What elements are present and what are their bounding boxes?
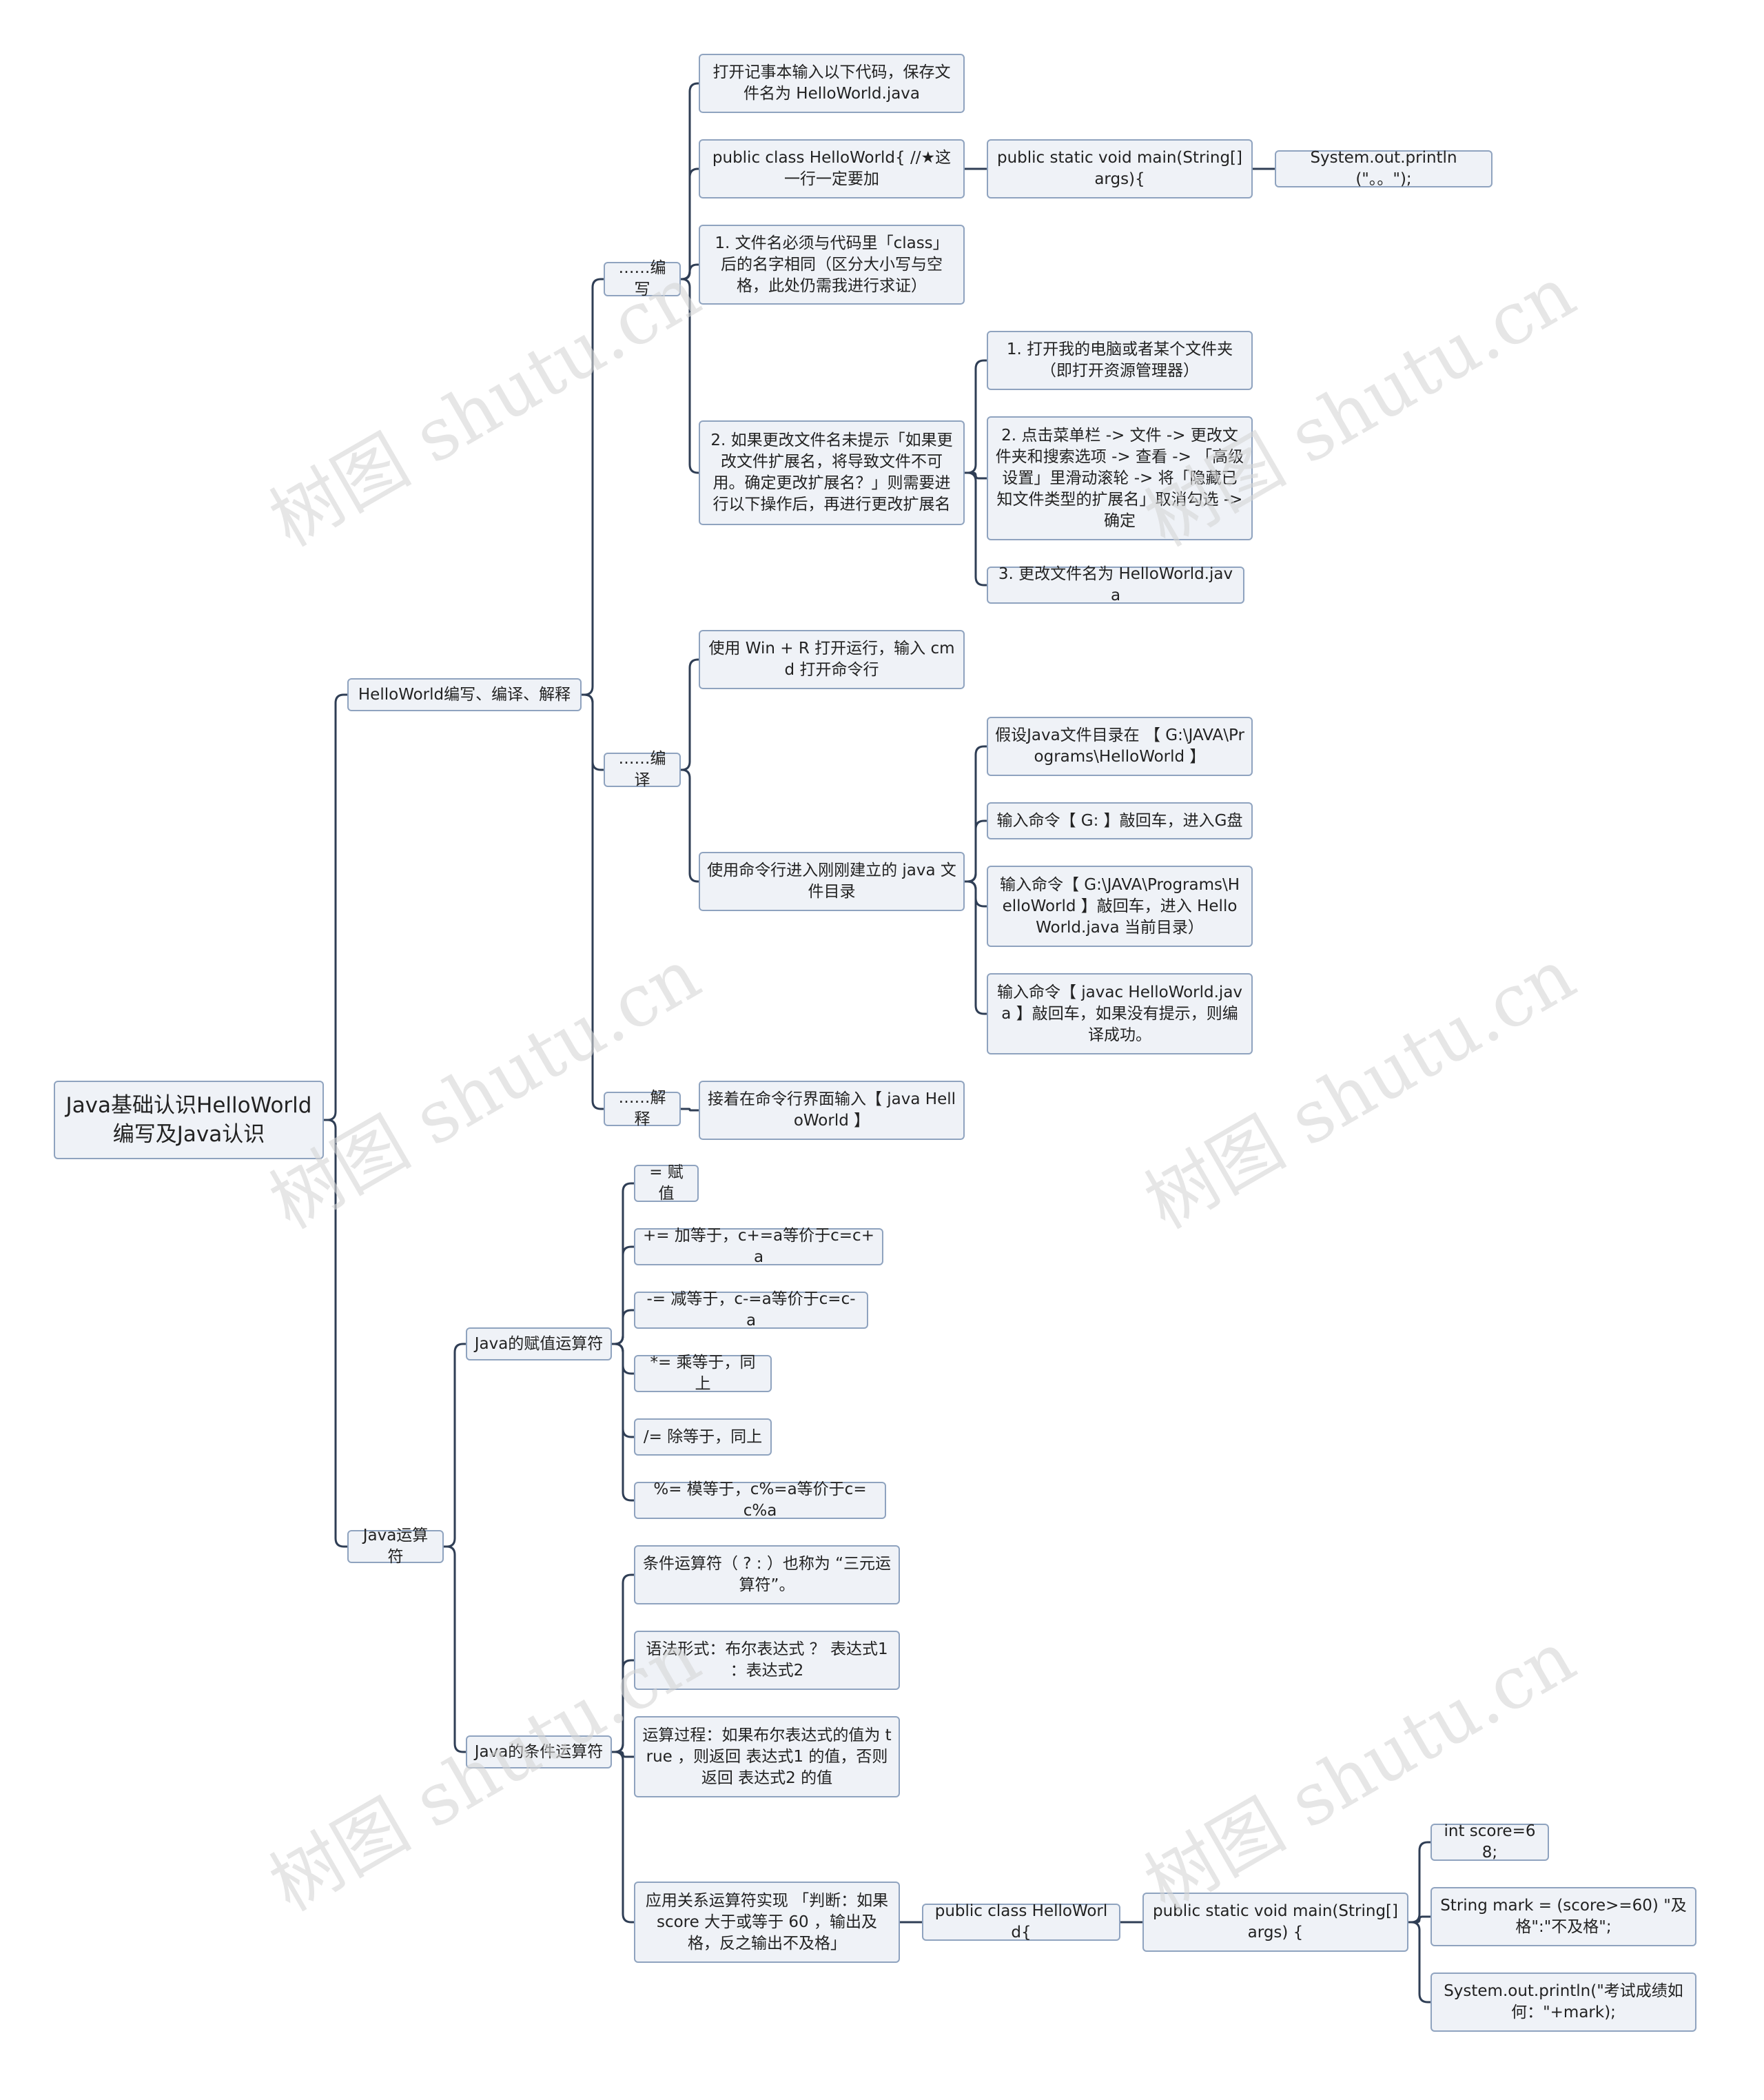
cond-example[interactable]: 应用关系运算符实现 「判断：如果 score 大于或等于 60 ，输出及格，反之… — [634, 1882, 900, 1963]
connector-assign-a3 — [612, 1309, 634, 1345]
assign-op-modulo[interactable]: %= 模等于，c%=a等价于c=c%a — [634, 1480, 886, 1520]
assign-op-equals[interactable]: = 赋值 — [634, 1163, 699, 1203]
connector-root-hw — [324, 693, 347, 1121]
connector-cond-t3 — [612, 1751, 634, 1758]
write-step-class-declaration[interactable]: public class HelloWorld{ //★这一行一定要加 — [699, 139, 965, 198]
cond-definition[interactable]: 条件运算符（ ? : ）也称为 “三元运算符”。 — [634, 1545, 900, 1604]
connector-cond-t4 — [612, 1751, 634, 1924]
connector-w4-w4a — [965, 359, 987, 474]
connector-t4b-t4c — [1408, 1841, 1430, 1924]
connector-ops-cond — [444, 1545, 466, 1753]
connector-hw-write — [582, 278, 604, 696]
compile-step-enter-dir[interactable]: 使用命令行进入刚刚建立的 java 文件目录 — [699, 852, 965, 911]
example-score[interactable]: int score=68; — [1430, 1822, 1549, 1862]
extension-step-1[interactable]: 1. 打开我的电脑或者某个文件夹（即打开资源管理器） — [987, 331, 1253, 390]
connector-c2-c2d — [965, 880, 987, 1015]
compile-cmd-javac[interactable]: 输入命令【 javac HelloWorld.java 】敲回车，如果没有提示，… — [987, 973, 1253, 1054]
write-main-method[interactable]: public static void main(String[] args){ — [987, 139, 1253, 198]
connector-explain-e1 — [681, 1108, 699, 1112]
write-note-extension[interactable]: 2. 如果更改文件名未提示「如果更改文件扩展名，将导致文件不可用。确定更改扩展名… — [699, 420, 965, 525]
cond-syntax[interactable]: 语法形式：布尔表达式 ？ 表达式1 ：表达式2 — [634, 1631, 900, 1690]
connector-write-w2 — [681, 167, 699, 281]
compile-cmd-cd[interactable]: 输入命令【 G:\JAVA\Programs\HelloWorld 】敲回车，进… — [987, 866, 1253, 947]
example-mark[interactable]: String mark = (score>=60) "及格":"不及格"; — [1430, 1887, 1696, 1946]
topic-helloworld[interactable]: HelloWorld编写、编译、解释 — [347, 678, 582, 711]
connector-t4b-t4e — [1408, 1921, 1430, 2004]
root-topic[interactable]: Java基础认识HelloWorld编写及Java认识 — [54, 1081, 324, 1159]
connector-cond-t2 — [612, 1659, 634, 1753]
topic-conditional-operator[interactable]: Java的条件运算符 — [466, 1735, 612, 1768]
topic-write[interactable]: ……编写 — [604, 259, 681, 298]
compile-step-open-cmd[interactable]: 使用 Win + R 打开运行，输入 cmd 打开命令行 — [699, 630, 965, 689]
assign-op-plus[interactable]: += 加等于，c+=a等价于c=c+a — [634, 1227, 883, 1266]
assign-op-minus[interactable]: -= 减等于，c-=a等价于c=c-a — [634, 1290, 868, 1329]
topic-compile[interactable]: ……编译 — [604, 750, 681, 789]
connector-assign-a6 — [612, 1343, 634, 1502]
example-class[interactable]: public class HelloWorld{ — [922, 1902, 1120, 1941]
write-println[interactable]: System.out.println("。。"); — [1275, 149, 1493, 188]
assign-op-multiply[interactable]: *= 乘等于，同上 — [634, 1354, 772, 1393]
assign-op-divide[interactable]: /= 除等于，同上 — [634, 1418, 772, 1456]
example-main-method[interactable]: public static void main(String[] args) { — [1142, 1893, 1408, 1952]
topic-explain[interactable]: ……解释 — [604, 1089, 681, 1128]
explain-step-run[interactable]: 接着在命令行界面输入【 java HelloWorld 】 — [699, 1081, 965, 1140]
example-print[interactable]: System.out.println("考试成绩如何："+mark); — [1430, 1972, 1696, 2032]
connector-ops-assign — [444, 1343, 466, 1548]
connector-w4-w4c — [965, 471, 987, 587]
connector-c2-c2b — [965, 819, 987, 883]
compile-dir-assumption[interactable]: 假设Java文件目录在 【 G:\JAVA\Programs\HelloWorl… — [987, 717, 1253, 776]
connector-t4b-t4d — [1408, 1915, 1430, 1924]
connector-compile-c2 — [681, 768, 699, 883]
connector-w4-w4b — [965, 471, 987, 480]
extension-step-3[interactable]: 3. 更改文件名为 HelloWorld.java — [987, 565, 1244, 604]
extension-step-2[interactable]: 2. 点击菜单栏 -> 文件 -> 更改文件夹和搜索选项 -> 查看 -> 「高… — [987, 416, 1253, 540]
write-note-filename[interactable]: 1. 文件名必须与代码里「class」后的名字相同（区分大小写与空格，此处仍需我… — [699, 225, 965, 305]
connector-root-ops — [324, 1119, 347, 1548]
connector-hw-explain — [582, 693, 604, 1110]
cond-process[interactable]: 运算过程：如果布尔表达式的值为 true ，则返回 表达式1 的值，否则返回 表… — [634, 1716, 900, 1797]
write-step-open-notepad[interactable]: 打开记事本输入以下代码，保存文件名为 HelloWorld.java — [699, 54, 965, 113]
connector-write-w4 — [681, 278, 699, 474]
compile-cmd-drive[interactable]: 输入命令【 G: 】敲回车，进入G盘 — [987, 802, 1253, 839]
topic-assignment-operators[interactable]: Java的赋值运算符 — [466, 1327, 612, 1360]
topic-java-operators[interactable]: Java运算符 — [347, 1527, 444, 1566]
connector-compile-c1 — [681, 658, 699, 771]
